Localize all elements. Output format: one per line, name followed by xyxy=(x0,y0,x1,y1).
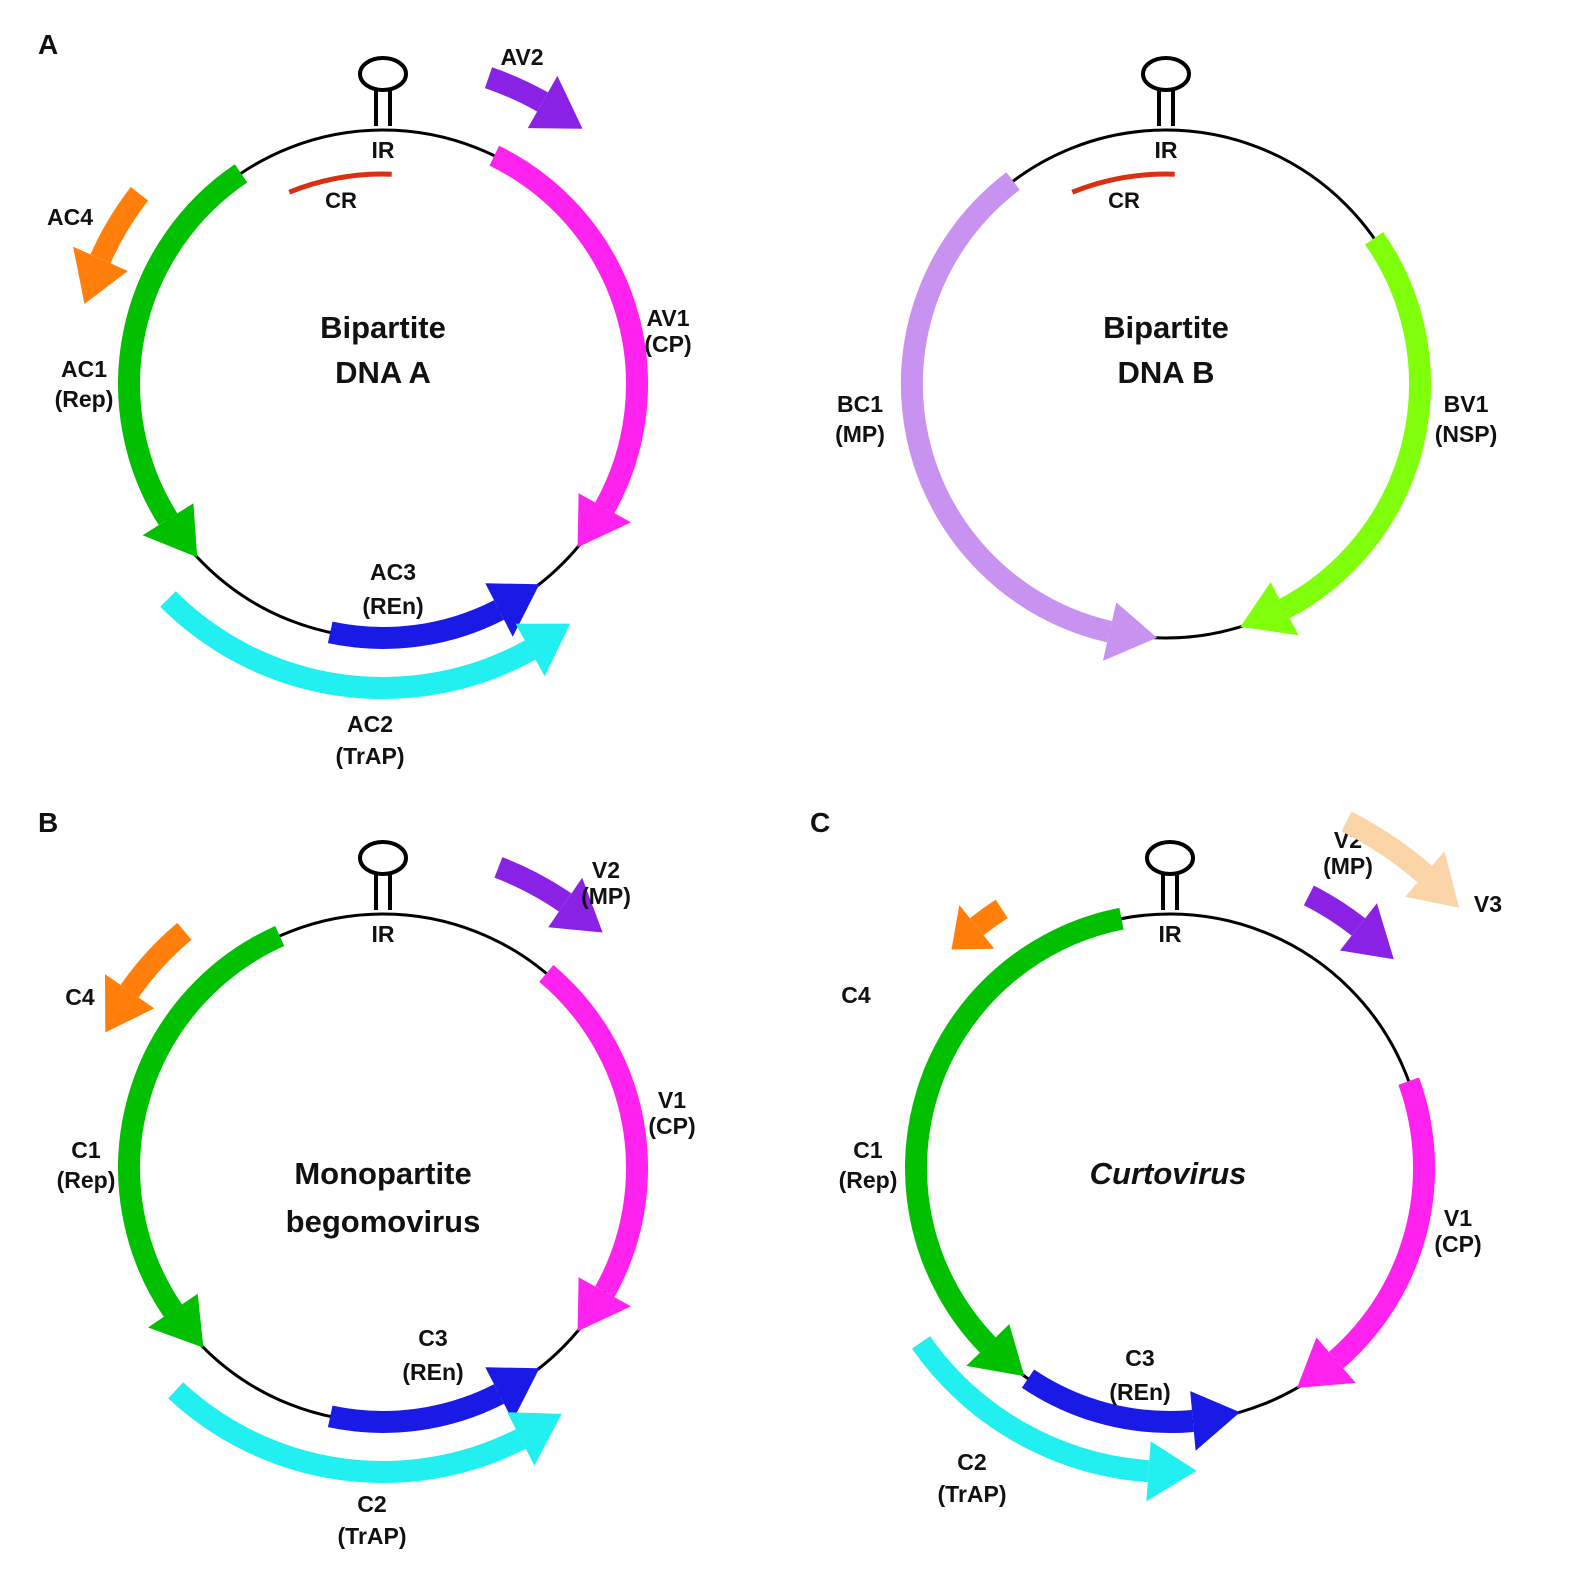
bc1-mp-arrow-head xyxy=(1102,602,1158,661)
gene-label-ac3: AC3(REn) xyxy=(362,559,423,619)
v1-cp-arrow-shaft xyxy=(539,964,649,1298)
ir-hairpin-icon xyxy=(1145,840,1195,910)
gene-label-v1: V1(CP) xyxy=(648,1087,695,1139)
c2-trap-arrow-head xyxy=(1146,1441,1197,1502)
ac4-arrow-head xyxy=(73,246,128,304)
gene-label-ac1: AC1(Rep) xyxy=(55,356,114,412)
v2-mp-arrow-shaft xyxy=(494,857,572,912)
panel-letter: A xyxy=(38,29,58,60)
panel-letter: C xyxy=(810,807,830,838)
c2-trap-arrow-head xyxy=(507,1412,562,1466)
ac2-trap-arrow-shaft xyxy=(160,591,536,700)
ir-hairpin-icon xyxy=(1141,56,1191,126)
ac4-arrow-shaft xyxy=(90,187,149,264)
ir-label: IR xyxy=(372,921,395,947)
cr-region xyxy=(1071,171,1175,195)
gene-label-ac4: AC4 xyxy=(47,204,93,230)
v3-arrow-shaft xyxy=(1341,811,1433,883)
c2-trap-arrow-shaft xyxy=(168,1382,526,1483)
gene-label-c3: C3(REn) xyxy=(1109,1345,1170,1405)
ac2-trap-arrow-head xyxy=(515,623,571,677)
cr-label: CR xyxy=(1108,188,1140,213)
c1-rep-arrow-head xyxy=(148,1293,204,1348)
c1-rep-arrow-shaft xyxy=(905,907,1124,1353)
c3-ren-arrow-head xyxy=(485,1367,540,1421)
v1-cp-arrow-head xyxy=(1297,1337,1356,1388)
gene-label-ac2: AC2(TrAP) xyxy=(336,711,405,769)
bc1-mp-arrow-shaft xyxy=(900,172,1113,643)
ac1-rep-arrow-shaft xyxy=(118,164,248,526)
panel-letter: B xyxy=(38,807,58,838)
gene-label-c1: C1(Rep) xyxy=(57,1137,116,1193)
ir-label: IR xyxy=(1155,137,1178,163)
gene-label-c4: C4 xyxy=(841,982,871,1008)
gene-label-c2: C2(TrAP) xyxy=(938,1449,1007,1507)
c1-rep-arrow-head xyxy=(966,1324,1025,1377)
bv1-nsp-arrow-shaft xyxy=(1279,231,1432,619)
panel-c: C IR Curtovirus C1(Rep) V1(CP) C3(REn) C2(TrAP… xyxy=(810,807,1502,1507)
bv1-nsp-arrow-head xyxy=(1240,582,1299,636)
v1-cp-arrow-head xyxy=(577,1277,631,1332)
gene-label-v2: V2(MP) xyxy=(581,857,631,909)
c4-arrow-head xyxy=(951,905,995,950)
av1-cp-arrow-head xyxy=(577,493,631,548)
v2-mp-arrow-head xyxy=(1340,903,1394,960)
gene-label-av1: AV1(CP) xyxy=(644,305,691,357)
gene-label-bv1: BV1(NSP) xyxy=(1435,391,1498,447)
av1-cp-arrow-shaft xyxy=(489,145,648,514)
av2-arrow-shaft xyxy=(484,67,549,112)
ir-hairpin-icon xyxy=(358,56,408,126)
gene-label-v3: V3 xyxy=(1474,891,1502,917)
gene-label-bc1: BC1(MP) xyxy=(835,391,885,447)
c3-ren-arrow-shaft xyxy=(1021,1369,1194,1434)
c3-ren-arrow-shaft xyxy=(327,1384,505,1433)
genome-title: Curtovirus xyxy=(1090,1156,1247,1191)
gene-label-c2: C2(TrAP) xyxy=(338,1491,407,1549)
cr-region xyxy=(288,171,392,195)
gene-label-c1: C1(Rep) xyxy=(839,1137,898,1193)
ir-label: IR xyxy=(372,137,395,163)
ac3-ren-arrow-head xyxy=(485,583,540,637)
ir-label: IR xyxy=(1159,921,1182,947)
ir-hairpin-icon xyxy=(358,840,408,910)
gene-label-av2: AV2 xyxy=(500,44,543,70)
v1-cp-arrow-shaft xyxy=(1328,1077,1436,1369)
gene-label-c3: C3(REn) xyxy=(402,1325,463,1385)
c4-arrow-shaft xyxy=(969,899,1008,936)
cr-label: CR xyxy=(325,188,357,213)
c2-trap-arrow-shaft xyxy=(911,1336,1150,1483)
ac1-rep-arrow-head xyxy=(142,503,198,558)
v2-mp-arrow-shaft xyxy=(1303,885,1366,936)
c4-arrow-head xyxy=(105,974,155,1033)
c3-ren-arrow-head xyxy=(1190,1391,1240,1451)
c4-arrow-shaft xyxy=(120,922,192,998)
v3-arrow-head xyxy=(1405,851,1460,908)
c1-rep-arrow-shaft xyxy=(118,925,285,1317)
gene-label-v1: V1(CP) xyxy=(1434,1205,1481,1257)
av2-arrow-head xyxy=(527,75,583,129)
ac3-ren-arrow-shaft xyxy=(327,600,505,649)
gene-label-c4: C4 xyxy=(65,984,95,1010)
v2-mp-arrow-head xyxy=(548,877,603,933)
